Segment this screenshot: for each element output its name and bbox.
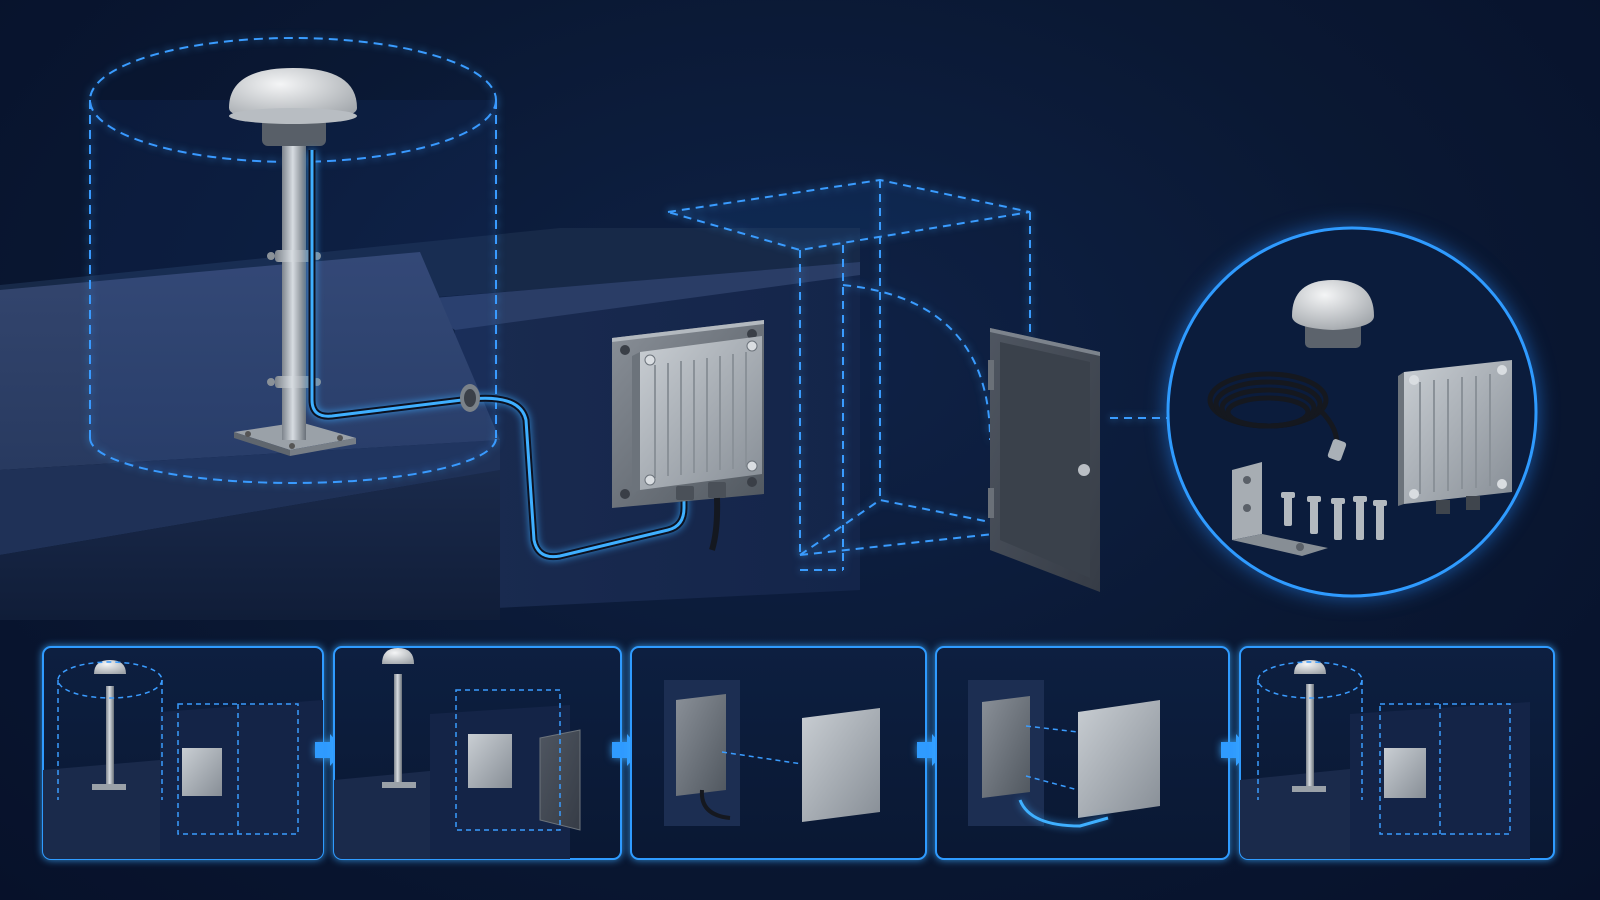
kit-dome-antenna bbox=[1292, 280, 1374, 348]
step-panel-3 bbox=[630, 646, 927, 860]
kit-coax-cable-coil bbox=[1207, 371, 1340, 449]
roof-slab bbox=[0, 252, 500, 620]
main-scene bbox=[0, 37, 1168, 620]
mounting-pole bbox=[234, 140, 356, 456]
cable-gland bbox=[460, 384, 480, 412]
step-panel-4 bbox=[935, 646, 1230, 860]
step-panel-1 bbox=[42, 646, 324, 860]
antenna-coverage-zone bbox=[89, 37, 497, 484]
coax-cable bbox=[308, 150, 688, 561]
kit-l-bracket bbox=[1232, 462, 1328, 556]
enclosure-door bbox=[988, 328, 1100, 592]
step-panel-2 bbox=[333, 646, 622, 860]
kit-screw-set bbox=[1281, 492, 1387, 540]
kit-contents bbox=[1166, 226, 1538, 598]
step-strip bbox=[42, 646, 1555, 860]
step-panel-5 bbox=[1239, 646, 1555, 860]
dome-antenna bbox=[229, 68, 357, 146]
outdoor-enclosure bbox=[632, 336, 762, 551]
kit-outdoor-enclosure bbox=[1398, 360, 1512, 514]
